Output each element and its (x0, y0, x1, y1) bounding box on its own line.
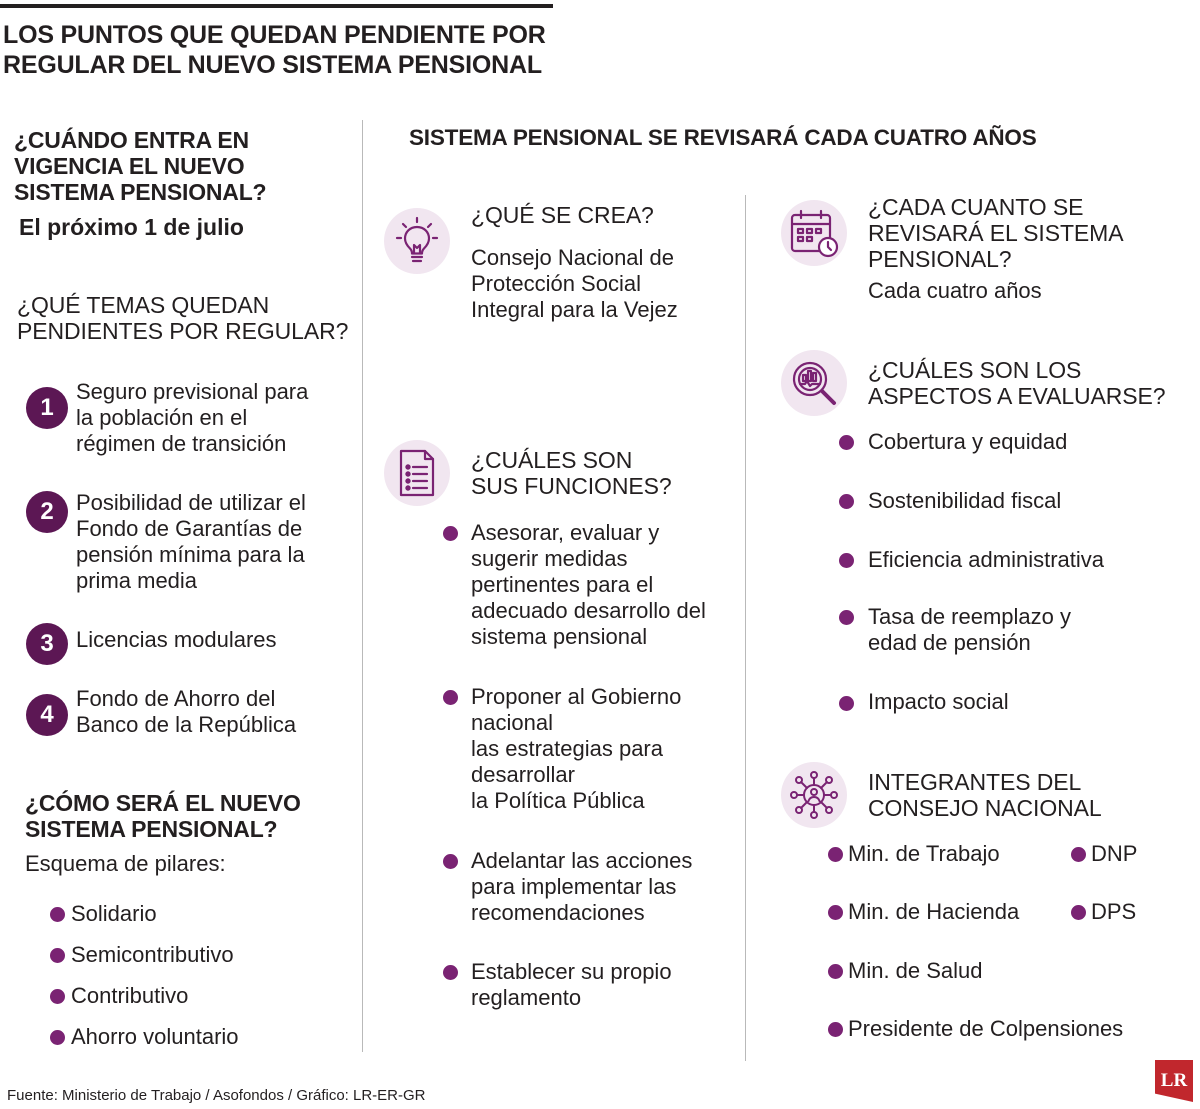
bullet-dot (443, 854, 458, 869)
column-divider-left (362, 120, 363, 1052)
aspectos-question: ¿CUÁLES SON LOS ASPECTOS A EVALUARSE? (868, 357, 1166, 409)
bullet-dot (443, 965, 458, 980)
crea-question: ¿QUÉ SE CREA? (471, 202, 654, 228)
bullet-dot (50, 907, 65, 922)
number-badge-3: 3 (26, 623, 68, 665)
revision-question: ¿CADA CUANTO SE REVISARÁ EL SISTEMA PENS… (868, 194, 1124, 272)
pilar-item-4: Ahorro voluntario (71, 1024, 239, 1049)
vigencia-question: ¿CUÁNDO ENTRA EN VIGENCIA EL NUEVO SISTE… (14, 127, 267, 205)
bullet-dot (828, 964, 843, 979)
funciones-question: ¿CUÁLES SON SUS FUNCIONES? (471, 447, 672, 499)
bullet-dot (443, 690, 458, 705)
temas-question: ¿QUÉ TEMAS QUEDAN PENDIENTES POR REGULAR… (17, 292, 349, 344)
checklist-icon (384, 440, 450, 506)
tema-item-4: Fondo de Ahorro del Banco de la Repúblic… (76, 686, 297, 737)
bullet-dot (1071, 847, 1086, 862)
revision-answer: Cada cuatro años (868, 278, 1042, 303)
integrante-item-4: DPS (1091, 899, 1137, 924)
aspecto-item-5: Impacto social (868, 689, 1009, 714)
tema-item-1: Seguro previsional para la población en … (76, 379, 309, 456)
bullet-dot (839, 553, 854, 568)
funcion-item-4: Establecer su propio reglamento (471, 959, 672, 1010)
funcion-item-3: Adelantar las acciones para implementar … (471, 848, 693, 925)
magnifier-chart-icon (781, 350, 847, 416)
integrante-item-1: Min. de Trabajo (848, 841, 1000, 866)
lightbulb-icon (384, 208, 450, 274)
como-question: ¿CÓMO SERÁ EL NUEVO SISTEMA PENSIONAL? (25, 790, 301, 842)
bullet-dot (50, 1030, 65, 1045)
top-rule (0, 4, 553, 8)
como-intro: Esquema de pilares: (25, 851, 226, 876)
integrante-item-6: Presidente de Colpensiones (848, 1016, 1124, 1041)
number-badge-2: 2 (26, 491, 68, 533)
integrantes-question: INTEGRANTES DEL CONSEJO NACIONAL (868, 769, 1102, 821)
crea-answer: Consejo Nacional de Protección Social In… (471, 245, 678, 322)
bullet-dot (839, 610, 854, 625)
bullet-dot (443, 526, 458, 541)
tema-item-2: Posibilidad de utilizar el Fondo de Gara… (76, 490, 306, 593)
source-credit: Fuente: Ministerio de Trabajo / Asofondo… (7, 1087, 426, 1104)
integrante-item-3: Min. de Hacienda (848, 899, 1020, 924)
network-people-icon (781, 762, 847, 828)
integrante-item-5: Min. de Salud (848, 958, 983, 983)
calendar-clock-icon (781, 200, 847, 266)
bullet-dot (50, 989, 65, 1004)
pilar-item-3: Contributivo (71, 983, 189, 1008)
integrante-item-2: DNP (1091, 841, 1138, 866)
pilar-item-2: Semicontributivo (71, 942, 234, 967)
funcion-item-2: Proponer al Gobierno nacional las estrat… (471, 684, 682, 813)
bullet-dot (828, 905, 843, 920)
funcion-item-1: Asesorar, evaluar y sugerir medidas pert… (471, 520, 706, 649)
page-title: LOS PUNTOS QUE QUEDAN PENDIENTE POR REGU… (3, 21, 546, 79)
aspecto-item-1: Cobertura y equidad (868, 429, 1068, 454)
bullet-dot (839, 435, 854, 450)
bullet-dot (839, 696, 854, 711)
bullet-dot (839, 494, 854, 509)
bullet-dot (1071, 905, 1086, 920)
bullet-dot (828, 847, 843, 862)
pilar-item-1: Solidario (71, 901, 157, 926)
number-badge-4: 4 (26, 694, 68, 736)
bullet-dot (828, 1022, 843, 1037)
aspecto-item-3: Eficiencia administrativa (868, 547, 1104, 572)
tema-item-3: Licencias modulares (76, 627, 277, 652)
aspecto-item-4: Tasa de reemplazo y edad de pensión (868, 604, 1071, 655)
section-heading: SISTEMA PENSIONAL SE REVISARÁ CADA CUATR… (409, 125, 1037, 150)
vigencia-answer: El próximo 1 de julio (19, 214, 244, 240)
column-divider-right (745, 195, 746, 1061)
bullet-dot (50, 948, 65, 963)
lr-logo: LR (1155, 1060, 1193, 1102)
aspecto-item-2: Sostenibilidad fiscal (868, 488, 1062, 513)
number-badge-1: 1 (26, 387, 68, 429)
